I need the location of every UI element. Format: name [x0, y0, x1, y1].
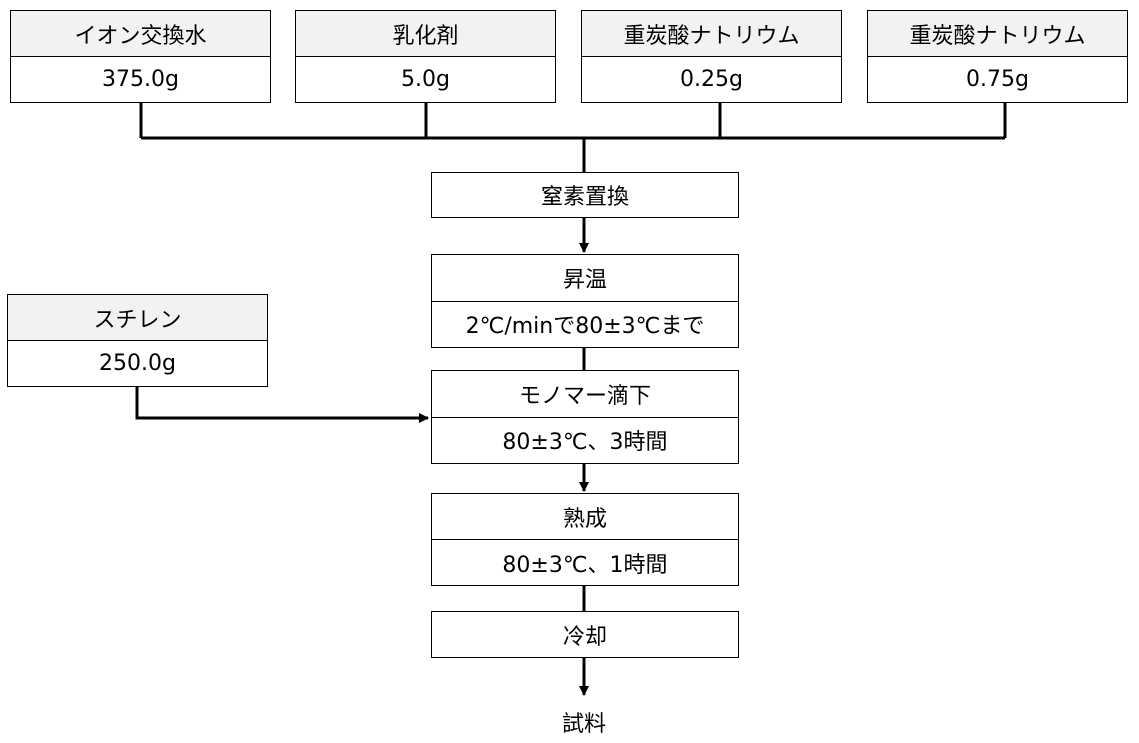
step-nitrogen-purge: 窒素置換: [431, 172, 739, 218]
input-box-styrene: スチレン 250.0g: [7, 294, 268, 387]
input-amount: 0.75g: [966, 67, 1029, 92]
input-box-emulsifier: 乳化剤 5.0g: [295, 10, 556, 103]
output-label: 試料: [561, 712, 606, 737]
input-name: 重炭酸ナトリウム: [582, 11, 841, 57]
input-name: 乳化剤: [296, 11, 555, 57]
input-name: 重炭酸ナトリウム: [868, 11, 1127, 57]
step-monomer-dropping: モノマー滴下 80±3℃、3時間: [431, 370, 739, 464]
arrow-side-input: [135, 387, 429, 423]
step-cooling: 冷却: [431, 611, 739, 658]
input-box-sodium-bicarbonate-1: 重炭酸ナトリウム 0.25g: [581, 10, 842, 103]
step-aging: 熟成 80±3℃、1時間: [431, 493, 739, 586]
step-condition: 80±3℃、1時間: [502, 552, 668, 578]
input-box-sodium-bicarbonate-2: 重炭酸ナトリウム 0.75g: [867, 10, 1128, 103]
step-heating: 昇温 2℃/minで80±3℃まで: [431, 254, 739, 348]
step-condition: 2℃/minで80±3℃まで: [465, 314, 705, 340]
input-amount: 0.25g: [680, 67, 743, 92]
input-name: スチレン: [8, 295, 267, 341]
step-name: モノマー滴下: [432, 371, 738, 418]
input-amount: 5.0g: [401, 67, 450, 92]
step-condition: 80±3℃、3時間: [502, 430, 668, 456]
step-name: 昇温: [432, 255, 738, 302]
step-name: 窒素置換: [432, 173, 738, 217]
input-amount: 375.0g: [102, 67, 179, 92]
step-name: 冷却: [432, 612, 738, 657]
input-name: イオン交換水: [11, 11, 270, 57]
step-name: 熟成: [432, 494, 738, 540]
input-box-ion-exchange-water: イオン交換水 375.0g: [10, 10, 271, 103]
input-amount: 250.0g: [99, 351, 176, 376]
